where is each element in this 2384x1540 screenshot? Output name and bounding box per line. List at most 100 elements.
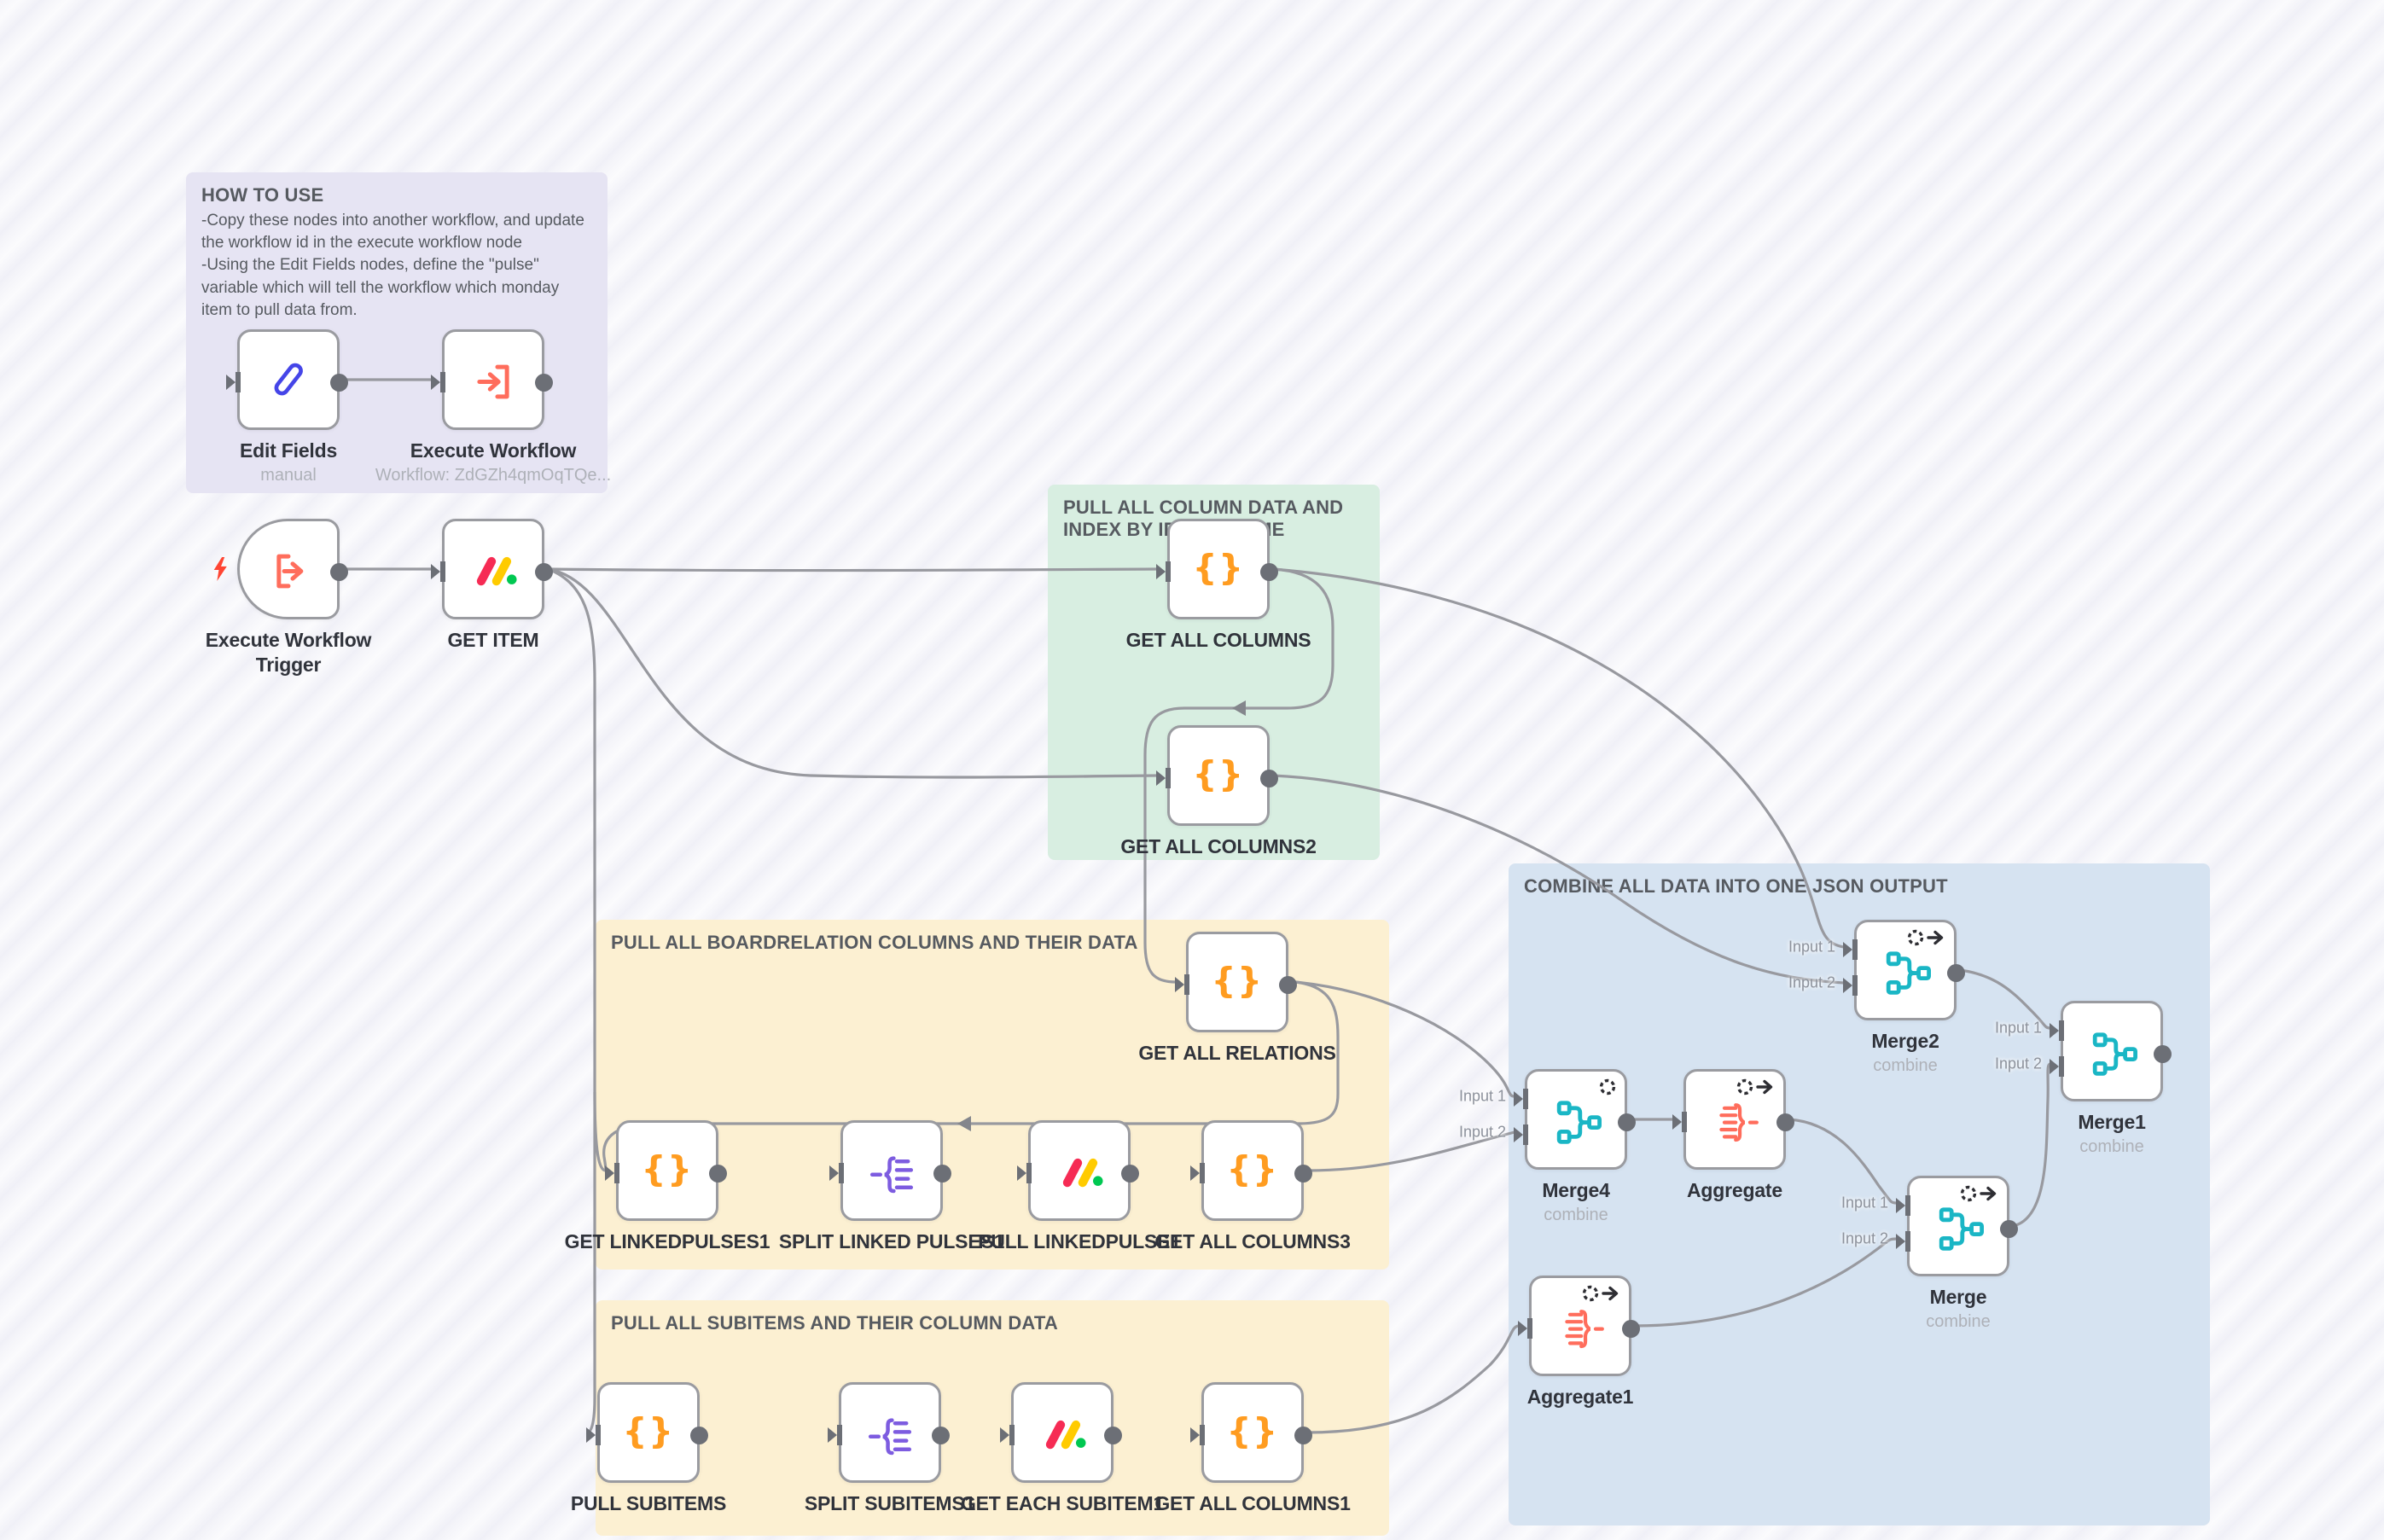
connection-get-item-to-get-linkedpulses1 (593, 1091, 607, 1172)
monday-icon (1035, 1405, 1090, 1460)
aggregate-icon (1709, 1094, 1760, 1145)
connection-get-item-to-get-all-columns (547, 567, 1158, 572)
node-sublabel-merge4: combine (1544, 1206, 1608, 1224)
node-aggregate[interactable] (1672, 1069, 1794, 1170)
input-label: Input 1 (1788, 938, 1835, 956)
code-braces-icon: {} (1209, 954, 1265, 1010)
monday-icon (1052, 1143, 1107, 1198)
connection-get-all-columns3-to-merge4-input2 (1306, 1130, 1515, 1172)
output-port[interactable] (1622, 1319, 1640, 1338)
node-get-linkedpulses1[interactable]: {} (605, 1120, 727, 1221)
connection-get-all-columns-to-merge2-input1 (1272, 567, 1845, 949)
split-out-icon (864, 1407, 916, 1458)
sticky-title: HOW TO USE (201, 184, 324, 206)
output-port[interactable] (1121, 1164, 1139, 1183)
input-label: Input 2 (1994, 1055, 2042, 1072)
output-port[interactable] (1104, 1426, 1122, 1444)
node-sublabel-execute-workflow: Workflow: ZdGZh4qmOqTQe... (375, 466, 612, 485)
node-label-get-all-columns: GET ALL COLUMNS (1125, 629, 1311, 651)
node-label-pull-subitems-node: PULL SUBITEMS (570, 1492, 727, 1514)
node-label-aggregate1: Aggregate1 (1526, 1386, 1634, 1408)
node-execute-workflow-trigger[interactable] (213, 519, 348, 619)
connection-get-all-columns-to-get-all-relations (1143, 567, 1334, 984)
output-port[interactable] (330, 562, 348, 581)
connection-merge2-to-merge1-input1 (1959, 968, 2051, 1030)
output-port[interactable] (1294, 1164, 1312, 1183)
node-merge2[interactable] (1843, 920, 1965, 1020)
wire-direction-arrow (957, 1116, 971, 1131)
input-label: Input 2 (1458, 1123, 1506, 1141)
node-label-get-all-columns1: GET ALL COLUMNS1 (1154, 1492, 1351, 1514)
node-label-get-item: GET ITEM (447, 629, 539, 651)
node-get-all-columns1[interactable]: {} (1190, 1382, 1312, 1483)
node-sublabel-merge: combine (1926, 1312, 1991, 1331)
loop-arrow-badge-icon (1582, 1284, 1621, 1303)
code-braces-icon: {} (1190, 541, 1247, 597)
output-port[interactable] (1618, 1113, 1636, 1131)
node-get-all-columns2[interactable]: {} (1156, 725, 1278, 826)
sticky-title: PULL ALL BOARDRELATION COLUMNS AND THEIR… (611, 932, 1138, 953)
node-get-item[interactable] (431, 519, 553, 619)
output-port[interactable] (1260, 562, 1278, 581)
code-braces-icon: {} (1190, 747, 1247, 804)
node-get-all-columns[interactable]: {} (1156, 519, 1278, 619)
code-braces-icon: {} (639, 1142, 695, 1199)
node-merge4[interactable] (1514, 1069, 1636, 1170)
node-aggregate1[interactable] (1518, 1276, 1640, 1376)
node-merge[interactable] (1896, 1176, 2018, 1276)
output-port[interactable] (2154, 1044, 2172, 1063)
output-port[interactable] (2000, 1219, 2018, 1238)
node-pull-linkedpulse1[interactable] (1017, 1120, 1139, 1221)
code-braces-icon: {} (620, 1404, 677, 1461)
output-port[interactable] (690, 1426, 708, 1444)
node-label-get-each-subitem1: GET EACH SUBITEM1 (960, 1492, 1165, 1514)
node-label-get-linkedpulses1: GET LINKEDPULSES1 (564, 1230, 770, 1252)
node-label-execute-workflow-trigger: Execute Workflow Trigger (205, 629, 372, 676)
node-label-aggregate: Aggregate (1687, 1179, 1782, 1201)
node-label-merge4: Merge4 (1542, 1179, 1610, 1201)
output-port[interactable] (1294, 1426, 1312, 1444)
output-port[interactable] (1279, 975, 1297, 994)
node-get-all-columns3[interactable]: {} (1190, 1120, 1312, 1221)
node-sublabel-merge1: combine (2079, 1137, 2144, 1156)
output-port[interactable] (1947, 963, 1965, 982)
node-split-linked-pulses1[interactable] (829, 1120, 951, 1221)
svg-text:{}: {} (1227, 1410, 1279, 1451)
aggregate-icon (1555, 1300, 1606, 1351)
execute-workflow-icon (467, 353, 520, 406)
node-get-each-subitem1[interactable] (1000, 1382, 1122, 1483)
node-edit-fields[interactable] (226, 329, 348, 430)
output-port[interactable] (330, 373, 348, 392)
loop-badge-icon (1598, 1078, 1617, 1096)
input-label: Input 1 (1840, 1194, 1888, 1212)
node-label-split-linked-pulses1: SPLIT LINKED PULSES1 (778, 1230, 1005, 1252)
output-port[interactable] (1776, 1113, 1794, 1131)
output-port[interactable] (535, 373, 553, 392)
input-label: Input 2 (1840, 1229, 1888, 1247)
svg-text:{}: {} (623, 1410, 675, 1451)
node-label-edit-fields: Edit Fields (239, 439, 338, 462)
node-execute-workflow[interactable] (431, 329, 553, 430)
node-label-get-all-columns3: GET ALL COLUMNS3 (1154, 1230, 1351, 1252)
output-port[interactable] (1260, 769, 1278, 787)
merge-icon (2086, 1026, 2137, 1077)
connection-get-all-relations-to-merge4-input1 (1294, 980, 1515, 1098)
output-port[interactable] (932, 1426, 950, 1444)
node-label-get-all-relations: GET ALL RELATIONS (1138, 1042, 1336, 1064)
output-port[interactable] (535, 562, 553, 581)
sticky-title: COMBINE ALL DATA INTO ONE JSON OUTPUT (1524, 875, 1948, 897)
trigger-icon (262, 543, 315, 596)
svg-text:{}: {} (1193, 753, 1245, 794)
node-merge1[interactable] (2050, 1001, 2172, 1101)
sticky-body: -Copy these nodes into another workflow,… (201, 212, 584, 319)
output-port[interactable] (933, 1164, 951, 1183)
connection-get-all-columns1-to-aggregate1 (1306, 1324, 1520, 1434)
node-split-subitems1[interactable] (828, 1382, 950, 1483)
node-label-execute-workflow: Execute Workflow (410, 439, 577, 462)
node-pull-subitems-node[interactable]: {} (586, 1382, 708, 1483)
output-port[interactable] (709, 1164, 727, 1183)
node-get-all-relations[interactable]: {} (1175, 932, 1297, 1032)
node-label-split-subitems1: SPLIT SUBITEMS1 (804, 1492, 976, 1514)
connection-get-all-columns2-to-merge2-input2 (1272, 774, 1845, 985)
